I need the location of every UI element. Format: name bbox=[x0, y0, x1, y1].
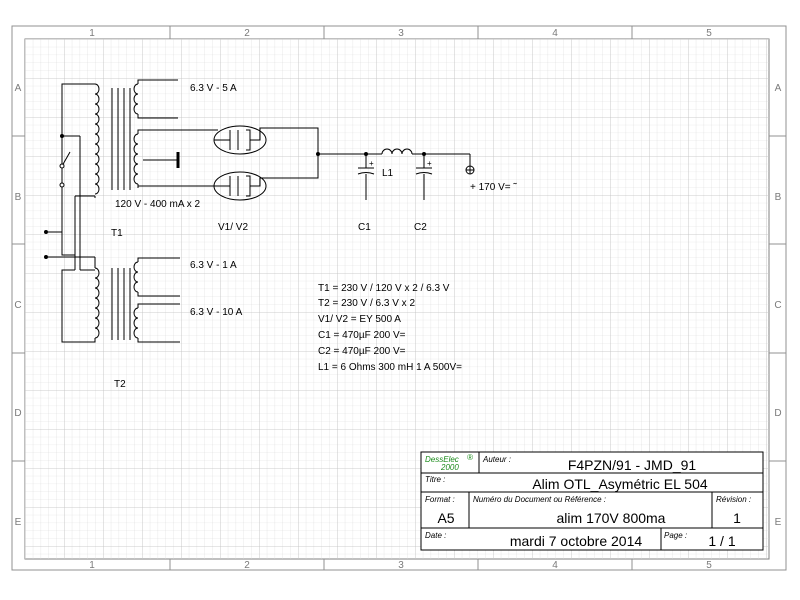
svg-text:+: + bbox=[427, 159, 432, 168]
ruler-col-5-top: 5 bbox=[706, 28, 712, 39]
desselec-registered-mark: ® bbox=[467, 453, 473, 462]
spec-line: L1 = 6 Ohms 300 mH 1 A 500V= bbox=[318, 362, 462, 373]
c2-label: C2 bbox=[414, 222, 427, 233]
ruler-col-5-bottom: 5 bbox=[706, 560, 712, 571]
ruler-row-d-right: D bbox=[774, 408, 781, 419]
ruler-col-1-bottom: 1 bbox=[89, 560, 95, 571]
page-value: 1 / 1 bbox=[708, 533, 735, 549]
spec-line: C2 = 470µF 200 V= bbox=[318, 346, 406, 357]
ruler-row-c-left: C bbox=[14, 300, 21, 311]
ruler-row-e-left: E bbox=[15, 517, 22, 528]
desselec-logo-line1: DessElec bbox=[425, 455, 459, 464]
ruler-row-b-left: B bbox=[15, 192, 22, 203]
spec-line: T2 = 230 V / 6.3 V x 2 bbox=[318, 298, 415, 309]
outer-frame bbox=[11, 25, 787, 571]
page-label: Page : bbox=[664, 531, 687, 540]
format-value: A5 bbox=[437, 510, 454, 526]
t2-secondary-1-label: 6.3 V - 1 A bbox=[190, 260, 237, 271]
mains-terminal-1 bbox=[44, 230, 48, 234]
titre-value: Alim OTL_Asymétric EL 504 bbox=[532, 476, 708, 492]
auteur-value: F4PZN/91 - JMD_91 bbox=[568, 457, 697, 473]
mains-terminal-2 bbox=[44, 255, 48, 259]
ruler-col-2-bottom: 2 bbox=[244, 560, 250, 571]
ruler-row-a-left: A bbox=[15, 83, 22, 94]
spec-line: C1 = 470µF 200 V= bbox=[318, 330, 406, 341]
svg-text:+: + bbox=[369, 159, 374, 168]
ruler-row-a-right: A bbox=[775, 83, 782, 94]
t2-secondary-2-winding bbox=[133, 307, 139, 339]
output-label: + 170 V= ˜ bbox=[470, 182, 517, 193]
t1-heater-label: 6.3 V - 5 A bbox=[190, 83, 237, 94]
l1-label: L1 bbox=[382, 168, 394, 179]
t1-primary-winding bbox=[94, 83, 100, 195]
format-label: Format : bbox=[425, 495, 455, 504]
ruler-row-e-right: E bbox=[775, 517, 782, 528]
t1-label: T1 bbox=[111, 228, 123, 239]
ruler-row-c-right: C bbox=[774, 300, 781, 311]
t2-label: T2 bbox=[114, 379, 126, 390]
c1-label: C1 bbox=[358, 222, 371, 233]
ruler-col-4-bottom: 4 bbox=[552, 560, 558, 571]
ruler-col-4-top: 4 bbox=[552, 28, 558, 39]
date-label: Date : bbox=[425, 531, 446, 540]
auteur-label: Auteur : bbox=[482, 455, 511, 464]
t1-hv-label: 120 V - 400 mA x 2 bbox=[115, 199, 200, 210]
revision-label: Révision : bbox=[716, 495, 751, 504]
l1-inductor bbox=[381, 148, 413, 155]
t2-secondary-2-label: 6.3 V - 10 A bbox=[190, 307, 243, 318]
numero-label: Numéro du Document ou Référence : bbox=[473, 495, 606, 504]
ruler-col-1-top: 1 bbox=[89, 28, 95, 39]
t2-secondary-1-winding bbox=[133, 261, 139, 293]
ruler-col-2-top: 2 bbox=[244, 28, 250, 39]
spec-line: T1 = 230 V / 120 V x 2 / 6.3 V bbox=[318, 283, 450, 294]
schematic-wires: + + bbox=[48, 79, 475, 343]
t1-heater-winding bbox=[133, 83, 139, 115]
ruler-col-3-top: 3 bbox=[398, 28, 404, 39]
spec-line: V1/ V2 = EY 500 A bbox=[318, 314, 401, 325]
component-spec-list: T1 = 230 V / 120 V x 2 / 6.3 V T2 = 230 … bbox=[318, 283, 462, 373]
desselec-logo-line2: 2000 bbox=[440, 463, 459, 472]
titre-label: Titre : bbox=[425, 475, 445, 484]
ruler-col-3-bottom: 3 bbox=[398, 560, 404, 571]
title-block bbox=[420, 451, 764, 551]
ruler-row-d-left: D bbox=[14, 408, 21, 419]
ruler-ticks bbox=[12, 26, 786, 570]
numero-value: alim 170V 800ma bbox=[557, 510, 666, 526]
date-value: mardi 7 octobre 2014 bbox=[510, 533, 643, 549]
revision-value: 1 bbox=[733, 510, 741, 526]
t1-hv-winding bbox=[133, 133, 139, 185]
rectifier-label: V1/ V2 bbox=[218, 222, 248, 233]
ruler-row-b-right: B bbox=[775, 192, 782, 203]
t2-primary-winding bbox=[94, 267, 100, 339]
